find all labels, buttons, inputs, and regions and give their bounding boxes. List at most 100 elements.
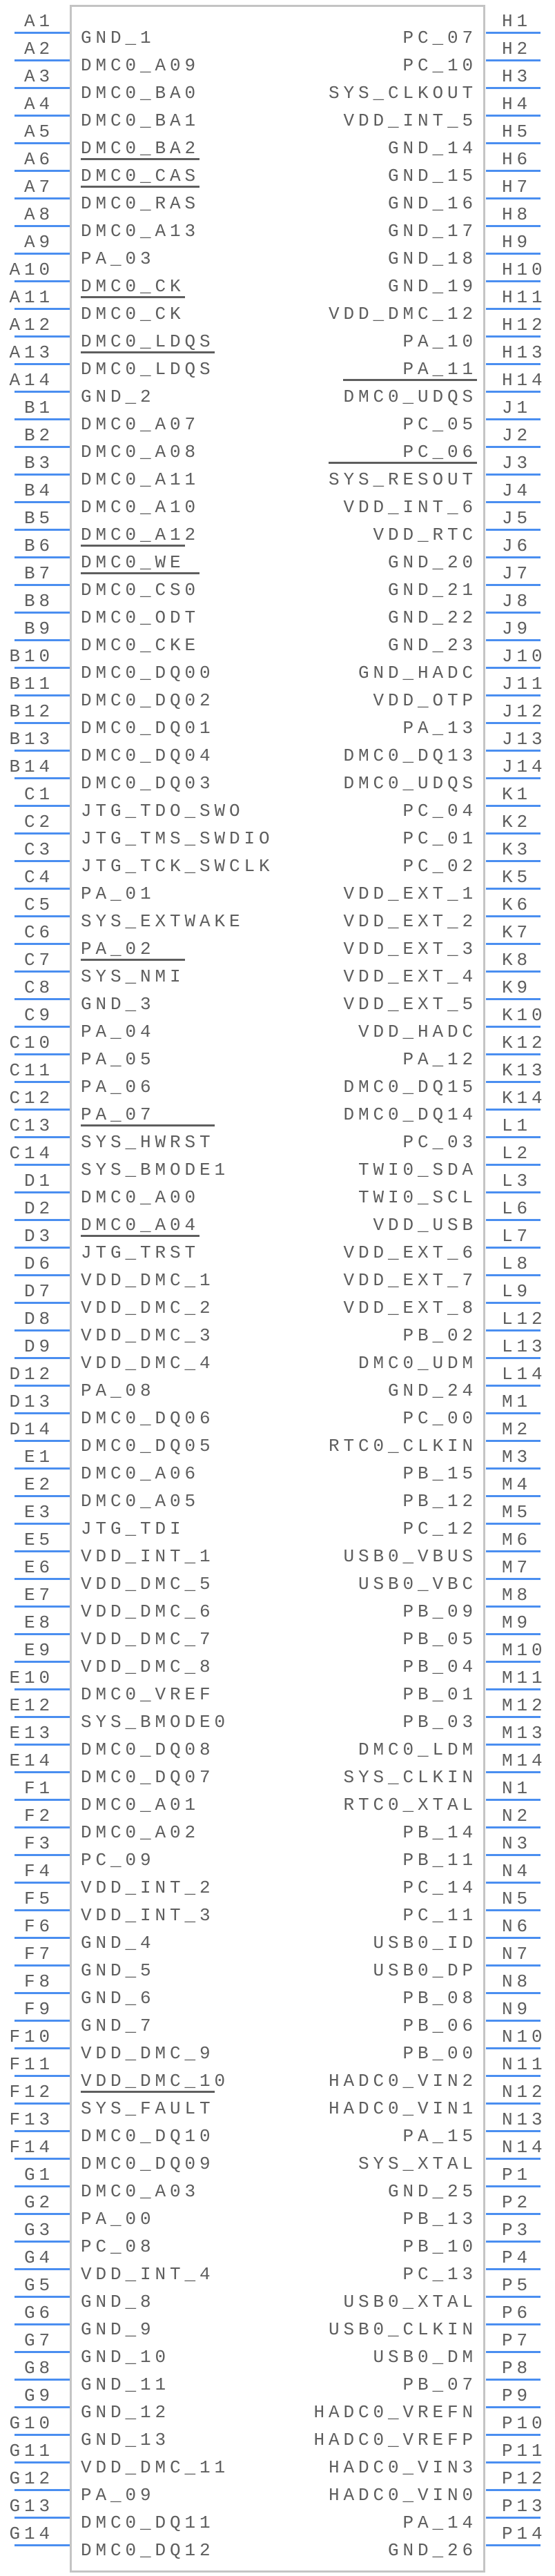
pin-lead-a14[interactable] [14,391,70,393]
pin-lead-d13[interactable] [14,1412,70,1414]
pin-lead-f12[interactable] [14,2102,70,2105]
pin-lead-h4[interactable] [486,115,541,117]
pin-lead-n4[interactable] [486,1882,541,1884]
pin-lead-m8[interactable] [486,1606,541,1608]
pin-lead-f13[interactable] [14,2130,70,2132]
pin-lead-l8[interactable] [486,1274,541,1276]
pin-lead-e2[interactable] [14,1495,70,1497]
pin-lead-d1[interactable] [14,1191,70,1193]
pin-lead-d14[interactable] [14,1440,70,1442]
pin-lead-k7[interactable] [486,943,541,945]
pin-lead-m3[interactable] [486,1467,541,1470]
pin-lead-k5[interactable] [486,888,541,890]
pin-lead-b8[interactable] [14,612,70,614]
pin-lead-g9[interactable] [14,2406,70,2408]
pin-lead-g1[interactable] [14,2185,70,2187]
pin-lead-l6[interactable] [486,1219,541,1221]
pin-lead-m13[interactable] [486,1744,541,1746]
pin-lead-n2[interactable] [486,1826,541,1828]
pin-lead-p2[interactable] [486,2213,541,2215]
pin-lead-l3[interactable] [486,1191,541,1193]
pin-lead-m6[interactable] [486,1550,541,1552]
pin-lead-k9[interactable] [486,998,541,1000]
pin-lead-a10[interactable] [14,280,70,282]
pin-lead-g12[interactable] [14,2489,70,2491]
pin-lead-g13[interactable] [14,2517,70,2519]
pin-lead-b9[interactable] [14,639,70,641]
pin-lead-m1[interactable] [486,1412,541,1414]
pin-lead-m14[interactable] [486,1771,541,1773]
pin-lead-k3[interactable] [486,860,541,862]
pin-lead-a7[interactable] [14,197,70,199]
pin-lead-k2[interactable] [486,832,541,835]
pin-lead-f1[interactable] [14,1799,70,1801]
pin-lead-j11[interactable] [486,694,541,696]
pin-lead-j3[interactable] [486,474,541,476]
pin-lead-n3[interactable] [486,1854,541,1856]
pin-lead-c12[interactable] [14,1109,70,1111]
pin-lead-b11[interactable] [14,694,70,696]
pin-lead-e13[interactable] [14,1744,70,1746]
pin-lead-f11[interactable] [14,2075,70,2077]
pin-lead-k6[interactable] [486,915,541,917]
pin-lead-a8[interactable] [14,225,70,227]
pin-lead-p5[interactable] [486,2296,541,2298]
pin-lead-a13[interactable] [14,363,70,365]
pin-lead-j2[interactable] [486,446,541,448]
pin-lead-a5[interactable] [14,142,70,144]
pin-lead-g5[interactable] [14,2296,70,2298]
pin-lead-j4[interactable] [486,501,541,503]
pin-lead-k8[interactable] [486,970,541,973]
pin-lead-g14[interactable] [14,2544,70,2546]
pin-lead-n14[interactable] [486,2158,541,2160]
pin-lead-d6[interactable] [14,1274,70,1276]
pin-lead-h3[interactable] [486,87,541,89]
pin-lead-h6[interactable] [486,170,541,172]
pin-lead-n5[interactable] [486,1909,541,1911]
pin-lead-g3[interactable] [14,2241,70,2243]
pin-lead-b5[interactable] [14,529,70,531]
pin-lead-n10[interactable] [486,2047,541,2049]
pin-lead-c4[interactable] [14,888,70,890]
pin-lead-c8[interactable] [14,998,70,1000]
pin-lead-f8[interactable] [14,1992,70,1994]
pin-lead-f9[interactable] [14,2020,70,2022]
pin-lead-c1[interactable] [14,805,70,807]
pin-lead-c10[interactable] [14,1053,70,1055]
pin-lead-f6[interactable] [14,1937,70,1939]
pin-lead-m9[interactable] [486,1633,541,1635]
pin-lead-m7[interactable] [486,1578,541,1580]
pin-lead-b2[interactable] [14,446,70,448]
pin-lead-p7[interactable] [486,2351,541,2353]
pin-lead-n12[interactable] [486,2102,541,2105]
pin-lead-b10[interactable] [14,667,70,669]
pin-lead-j5[interactable] [486,529,541,531]
pin-lead-b3[interactable] [14,474,70,476]
pin-lead-n7[interactable] [486,1964,541,1967]
pin-lead-c3[interactable] [14,860,70,862]
pin-lead-g6[interactable] [14,2323,70,2325]
pin-lead-h14[interactable] [486,391,541,393]
pin-lead-p10[interactable] [486,2434,541,2436]
pin-lead-d8[interactable] [14,1329,70,1331]
pin-lead-b4[interactable] [14,501,70,503]
pin-lead-d9[interactable] [14,1357,70,1359]
pin-lead-b13[interactable] [14,750,70,752]
pin-lead-m4[interactable] [486,1495,541,1497]
pin-lead-f7[interactable] [14,1964,70,1967]
pin-lead-a11[interactable] [14,308,70,310]
pin-lead-b7[interactable] [14,584,70,586]
pin-lead-h1[interactable] [486,32,541,34]
pin-lead-n6[interactable] [486,1937,541,1939]
pin-lead-l14[interactable] [486,1385,541,1387]
pin-lead-e1[interactable] [14,1467,70,1470]
pin-lead-b12[interactable] [14,722,70,724]
pin-lead-j14[interactable] [486,777,541,779]
pin-lead-g2[interactable] [14,2213,70,2215]
pin-lead-l13[interactable] [486,1357,541,1359]
pin-lead-b14[interactable] [14,777,70,779]
pin-lead-j12[interactable] [486,722,541,724]
pin-lead-b6[interactable] [14,556,70,558]
pin-lead-j1[interactable] [486,418,541,420]
pin-lead-d12[interactable] [14,1385,70,1387]
